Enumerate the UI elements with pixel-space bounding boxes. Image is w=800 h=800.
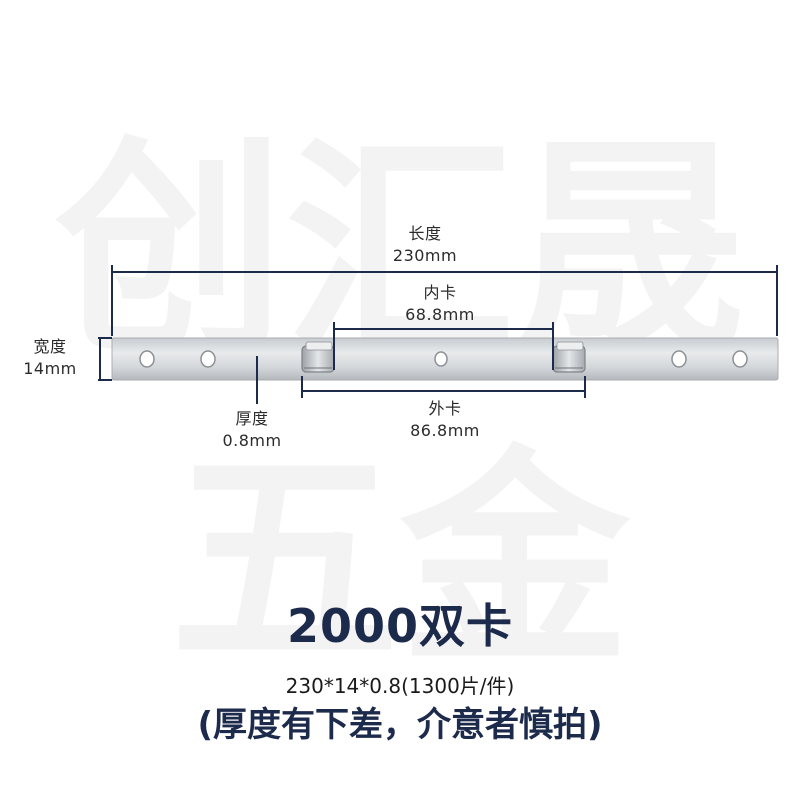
outer-clip-label: 外卡 86.8mm: [390, 398, 500, 442]
inner-clip-value: 68.8mm: [405, 305, 475, 324]
inner-clip-label: 内卡 68.8mm: [385, 282, 495, 326]
length-value: 230mm: [392, 246, 458, 265]
clip-tab-icon: [552, 341, 586, 373]
width-label-text: 宽度: [33, 337, 67, 356]
hole-icon: [139, 350, 155, 368]
hole-icon: [732, 350, 748, 368]
inner-clip-label-text: 内卡: [423, 283, 457, 302]
length-label: 长度 230mm: [380, 223, 470, 267]
product-spec: 230*14*0.8(1300片/件): [285, 674, 515, 698]
length-label-text: 长度: [408, 224, 442, 243]
hole-icon: [200, 350, 216, 368]
width-value: 14mm: [23, 359, 77, 378]
width-label: 宽度 14mm: [18, 336, 82, 380]
clip-tab-icon: [301, 341, 335, 373]
thickness-label: 厚度 0.8mm: [212, 408, 292, 452]
thickness-label-text: 厚度: [235, 409, 269, 428]
hole-icon: [671, 350, 687, 368]
watermark-line-2: 五金: [170, 428, 631, 695]
hole-icon: [434, 351, 448, 367]
outer-clip-value: 86.8mm: [410, 421, 480, 440]
thickness-value: 0.8mm: [222, 431, 282, 450]
product-title: 2000双卡: [286, 599, 514, 653]
product-note: (厚度有下差，介意者慎拍): [197, 705, 603, 745]
outer-clip-label-text: 外卡: [428, 399, 462, 418]
